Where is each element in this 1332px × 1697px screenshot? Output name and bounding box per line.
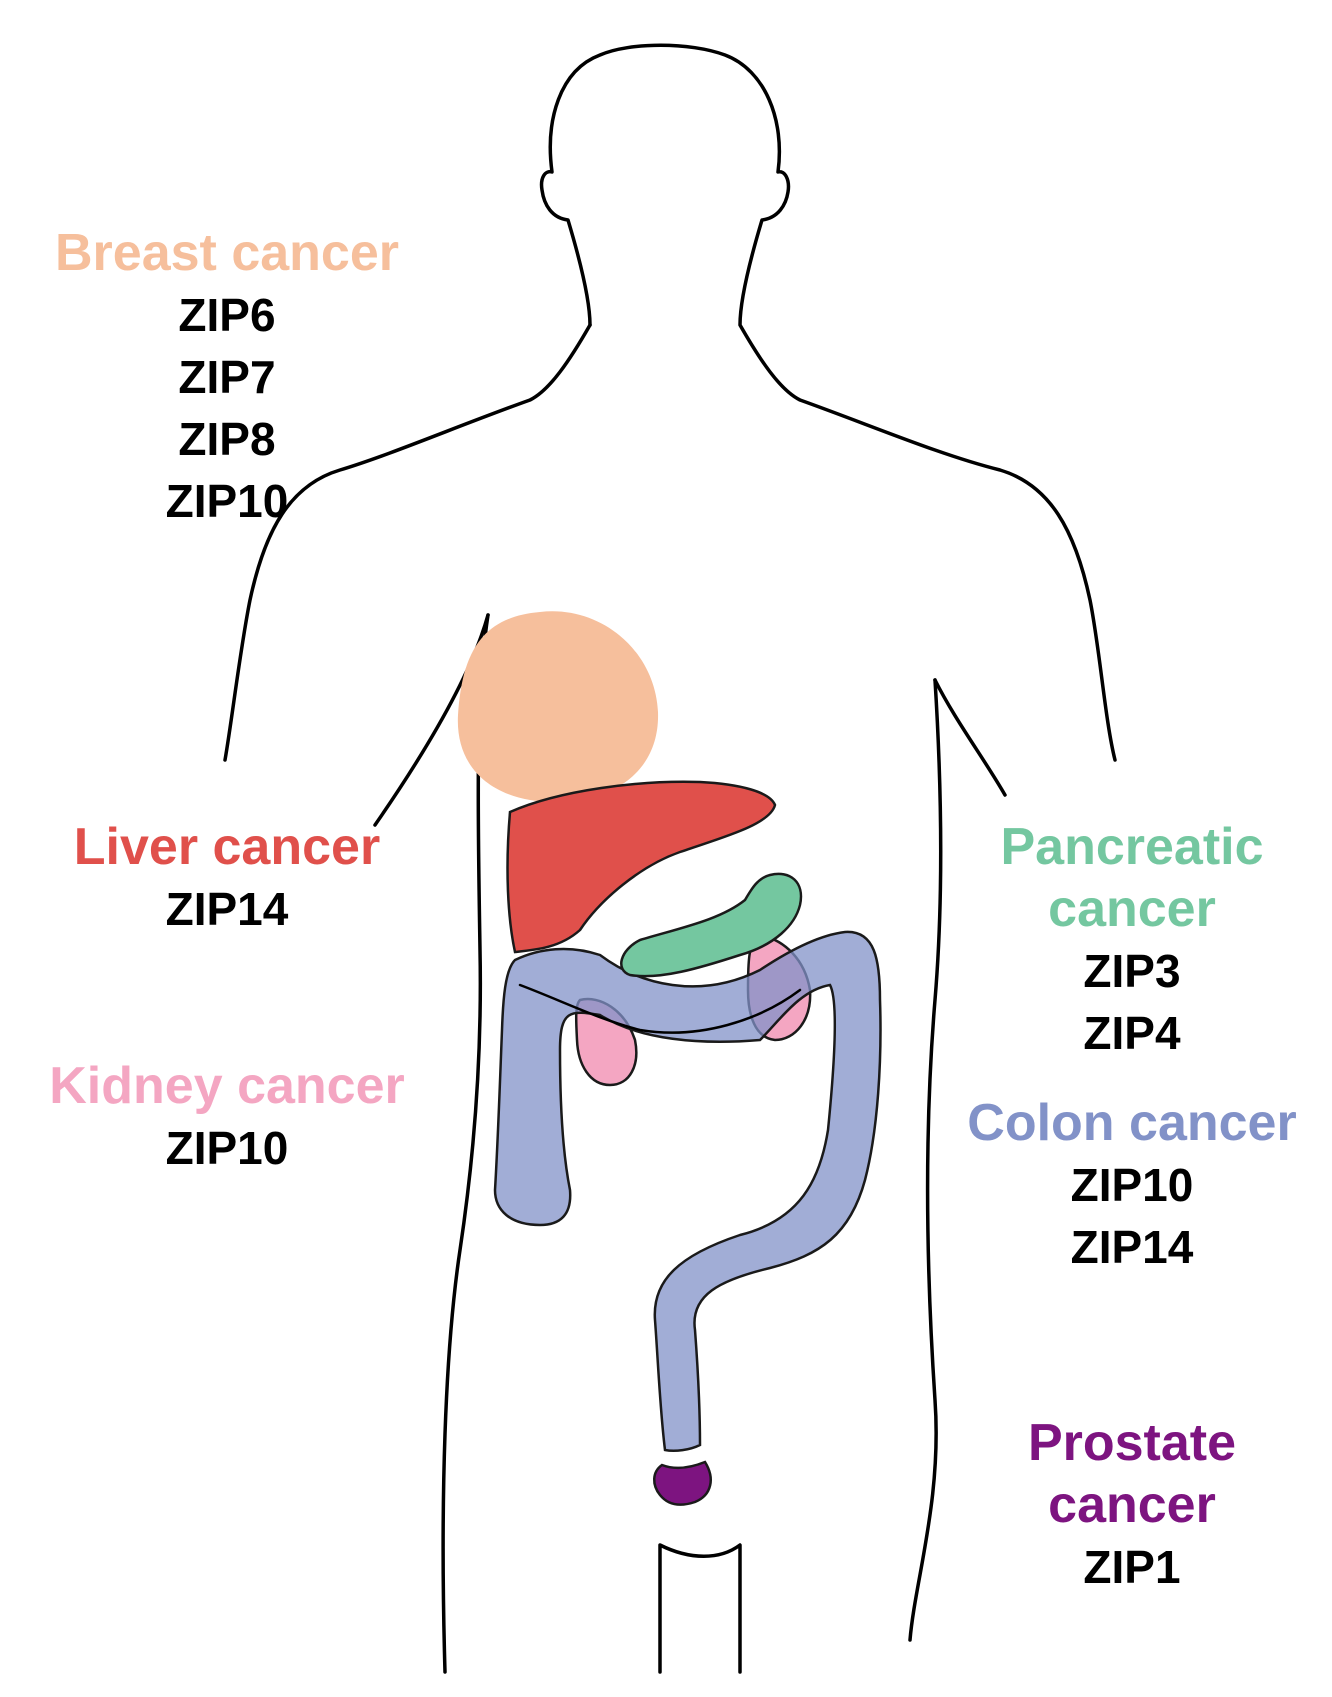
right-torso-side [908,678,943,1642]
colon-inner-line [518,983,802,1034]
zip-label: ZIP10 [165,1122,289,1174]
prostate-organ [653,1460,712,1506]
colon-organ [493,930,882,1453]
zip-label: ZIP7 [178,351,276,403]
left-inner-arm [373,613,490,827]
breast-organ [457,611,659,802]
body-outline-left [223,323,592,762]
pancreatic-cancer-label: Pancreatic cancer ZIP3 ZIP4 [932,816,1332,1064]
colon-cancer-title: Colon cancer [967,1094,1297,1152]
zip-label: ZIP14 [165,883,289,935]
zip-label: ZIP4 [1083,1007,1181,1059]
colon-cancer-label: Colon cancer ZIP10 ZIP14 [932,1092,1332,1278]
prostate-cancer-label: Prostate cancer ZIP1 [932,1412,1332,1598]
pancreatic-cancer-title-line2: cancer [1048,880,1216,938]
pancreas-organ [620,872,803,978]
zip-label: ZIP1 [1083,1541,1181,1593]
liver-organ [506,780,777,954]
breast-cancer-label: Breast cancer ZIP6 ZIP7 ZIP8 ZIP10 [27,222,427,532]
zip-label: ZIP14 [1070,1221,1194,1273]
zip-label: ZIP6 [178,289,276,341]
kidney-cancer-label: Kidney cancer ZIP10 [27,1055,427,1179]
zip-label: ZIP3 [1083,945,1181,997]
zip-label: ZIP8 [178,413,276,465]
right-inner-arm [933,678,1007,797]
liver-cancer-label: Liver cancer ZIP14 [27,816,427,940]
liver-cancer-title: Liver cancer [73,818,381,876]
prostate-cancer-title-line2: cancer [1048,1476,1216,1534]
prostate-cancer-title-line1: Prostate [1027,1414,1237,1472]
body-outline [539,43,1117,762]
inner-legs [658,1543,742,1674]
pancreatic-cancer-title-line1: Pancreatic [1000,818,1264,876]
breast-cancer-title: Breast cancer [55,224,399,282]
zip-label: ZIP10 [165,475,289,527]
zip-label: ZIP10 [1070,1159,1194,1211]
kidney-cancer-title: Kidney cancer [49,1057,405,1115]
